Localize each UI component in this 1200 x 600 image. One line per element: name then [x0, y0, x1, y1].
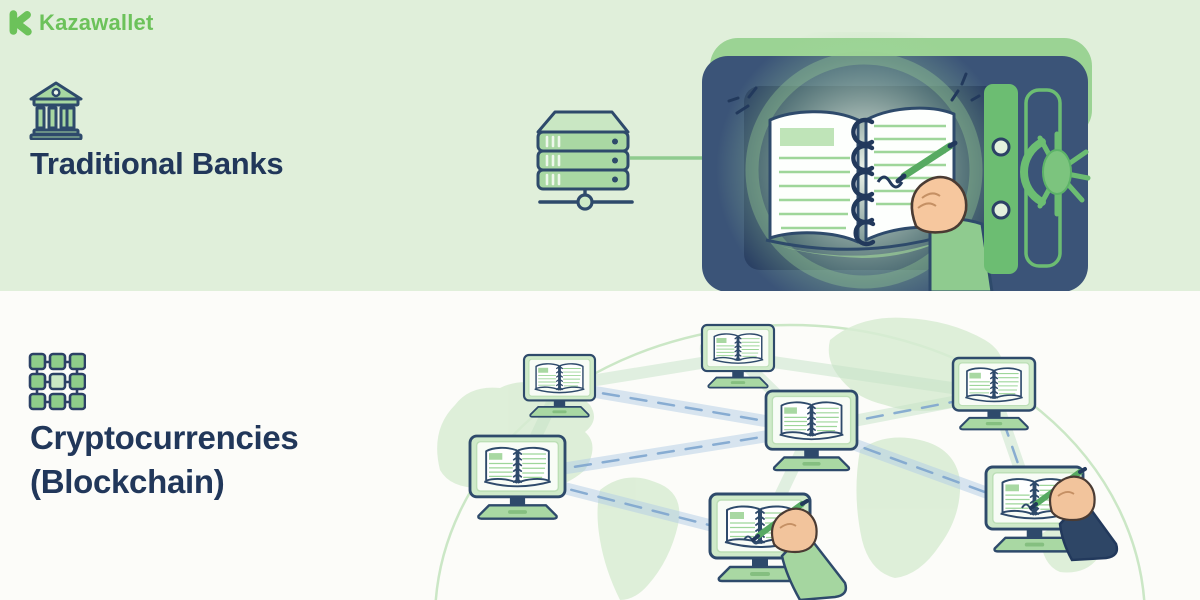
kazawallet-logo-icon [9, 10, 32, 36]
database-server-icon [536, 110, 634, 211]
blockchain-grid-icon [28, 352, 86, 411]
blockchain-section: Cryptocurrencies (Blockchain) [0, 291, 1200, 600]
sparkles [727, 72, 981, 115]
computer-node-4 [951, 356, 1037, 431]
bank-vault [702, 32, 1092, 294]
hand-writing-with-pen [895, 140, 994, 294]
computer-node-3 [468, 434, 567, 521]
writing-hand-navy-sleeve [1021, 467, 1119, 562]
hand [770, 507, 818, 554]
door-hinge-column [984, 84, 1018, 274]
hinge-bottom [991, 200, 1011, 220]
ledger-header-block [780, 128, 834, 146]
writing-hand-green-sleeve [743, 499, 848, 600]
section-title-traditional: Traditional Banks [30, 146, 284, 181]
hand [910, 175, 968, 234]
section-title-crypto-line2: (Blockchain) [30, 463, 225, 500]
ink-squiggle [876, 175, 904, 189]
pen [900, 142, 954, 180]
hand [1048, 475, 1096, 522]
hinge-top [991, 137, 1011, 157]
glowing-ledger-book [765, 106, 959, 258]
spiral-binding [851, 117, 876, 247]
section-title-crypto-line1: Cryptocurrencies [30, 419, 299, 456]
bank-icon [29, 81, 83, 140]
glow-ring [745, 51, 983, 289]
vault-ledger-illustration [536, 32, 1092, 294]
blockchain-network-illustration [434, 317, 1146, 600]
computer-node-5-hub [764, 389, 859, 472]
traditional-banks-section: Kazawallet Traditional Banks [0, 0, 1200, 294]
brand-logo-text: Kazawallet [39, 9, 154, 35]
vault-door [984, 84, 1091, 274]
brand-logo: Kazawallet [8, 9, 154, 36]
vault-wheel [1020, 131, 1091, 217]
